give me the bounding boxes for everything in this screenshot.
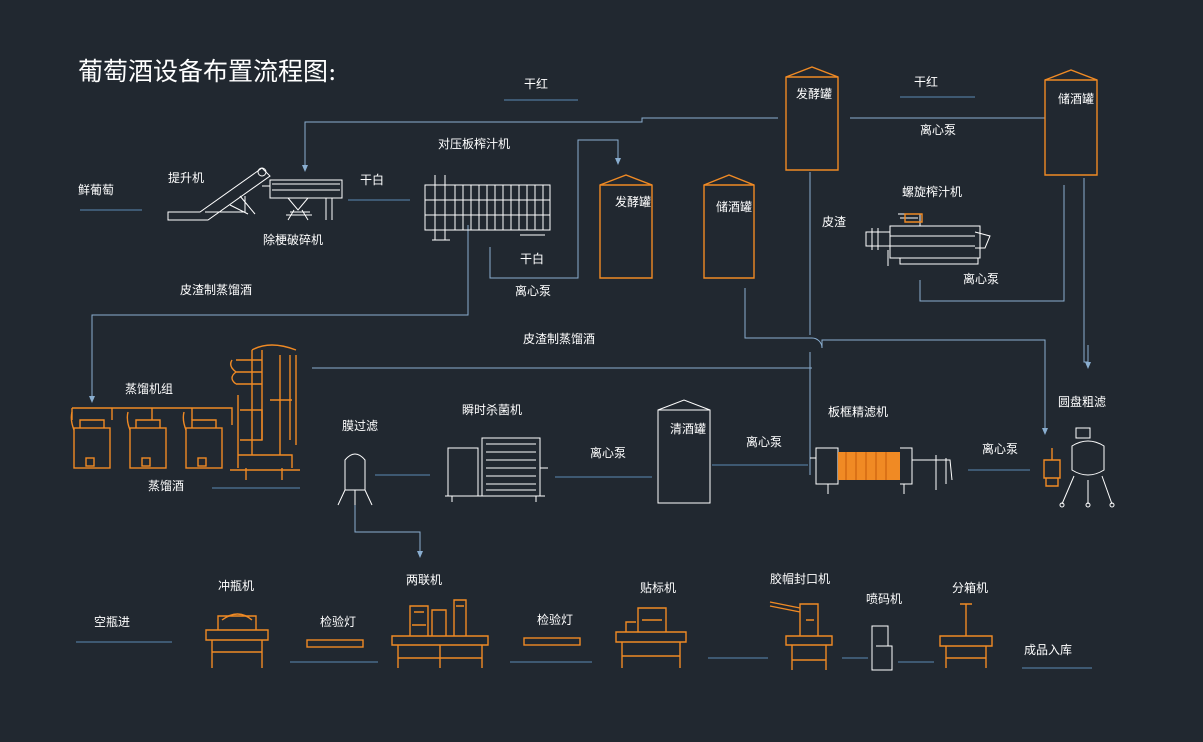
label-inspection-lamp-2: 检验灯 <box>537 612 573 627</box>
label-fresh-grapes: 鲜葡萄 <box>78 183 114 197</box>
label-centrifugal-pump-3: 离心泵 <box>963 271 999 286</box>
label-finished-to-warehouse: 成品入库 <box>1024 642 1072 657</box>
membrane-filter-equipment <box>337 453 373 506</box>
label-bottle-rinser: 冲瓶机 <box>218 578 254 593</box>
label-inkjet-coder: 喷码机 <box>866 592 902 606</box>
diagram-title: 葡萄酒设备布置流程图: <box>78 57 336 86</box>
screw-press-equipment <box>865 213 991 266</box>
destemmer-equipment <box>262 179 343 221</box>
label-centrifugal-pump-6: 离心泵 <box>982 441 1018 456</box>
label-dry-red-1: 干红 <box>524 76 548 91</box>
label-dry-red-2: 干红 <box>914 74 938 89</box>
label-disc-coarse-filter: 圆盘粗滤 <box>1058 394 1106 409</box>
label-centrifugal-pump-1: 离心泵 <box>515 283 551 298</box>
monoblock-equipment <box>391 599 489 668</box>
elevator-equipment <box>167 167 271 221</box>
label-empty-bottles-in: 空瓶进 <box>94 615 130 629</box>
clear-wine-tank-equipment <box>657 399 711 504</box>
label-pomace-1: 皮渣 <box>822 215 846 229</box>
label-case-packer: 分箱机 <box>952 580 988 595</box>
capsule-sealer-equipment <box>769 601 833 670</box>
storage-tank-2-equipment <box>1044 69 1098 176</box>
storage-tank-1-equipment <box>703 174 755 279</box>
label-membrane-filter: 膜过滤 <box>342 419 378 433</box>
label-plate-press: 对压板榨汁机 <box>438 136 510 151</box>
label-centrifugal-pump-5: 离心泵 <box>746 434 782 449</box>
plate-frame-filter-equipment <box>810 447 953 494</box>
disc-filter-equipment <box>1043 427 1115 508</box>
distillation-equipment <box>70 344 300 480</box>
rinser-equipment <box>205 613 269 668</box>
label-monoblock: 两联机 <box>406 573 442 587</box>
fermenter-2-equipment <box>785 66 839 171</box>
label-labeler: 贴标机 <box>640 581 676 595</box>
labeler-equipment <box>615 607 687 668</box>
inspection-lamp-1-equipment <box>306 639 364 648</box>
inspection-lamp-2-equipment <box>523 637 581 646</box>
label-capsule-sealer: 胶帽封口机 <box>770 571 830 586</box>
label-pomace-distilled-2: 皮渣制蒸馏酒 <box>523 332 595 346</box>
label-storage-tank-2: 储酒罐 <box>1058 91 1094 106</box>
label-pomace-distilled-1: 皮渣制蒸馏酒 <box>180 283 252 297</box>
label-fermenter-1: 发酵罐 <box>615 194 651 209</box>
flash-sterilizer-equipment <box>445 437 548 502</box>
label-distilled-spirit: 蒸馏酒 <box>148 479 184 493</box>
case-packer-equipment <box>939 603 993 668</box>
label-centrifugal-pump-2: 离心泵 <box>920 122 956 137</box>
label-clear-wine-tank: 清酒罐 <box>670 422 706 436</box>
flow-lines <box>76 96 1092 669</box>
label-dry-white-1: 干白 <box>360 172 384 187</box>
label-inspection-lamp-1: 检验灯 <box>320 614 356 629</box>
inkjet-coder-equipment <box>871 625 893 671</box>
plate-press-equipment <box>424 175 551 241</box>
label-distillation-unit: 蒸馏机组 <box>125 382 173 396</box>
label-elevator: 提升机 <box>168 170 204 185</box>
label-storage-tank-1: 储酒罐 <box>716 199 752 214</box>
label-screw-press: 螺旋榨汁机 <box>902 184 962 199</box>
label-destemmer-crusher: 除梗破碎机 <box>263 232 323 247</box>
label-centrifugal-pump-4: 离心泵 <box>590 445 626 460</box>
label-plate-frame-filter: 板框精滤机 <box>828 405 888 419</box>
fermenter-1-equipment <box>599 174 653 279</box>
label-dry-white-2: 干白 <box>520 251 544 266</box>
label-fermenter-2: 发酵罐 <box>796 86 832 101</box>
label-flash-sterilizer: 瞬时杀菌机 <box>462 402 522 417</box>
